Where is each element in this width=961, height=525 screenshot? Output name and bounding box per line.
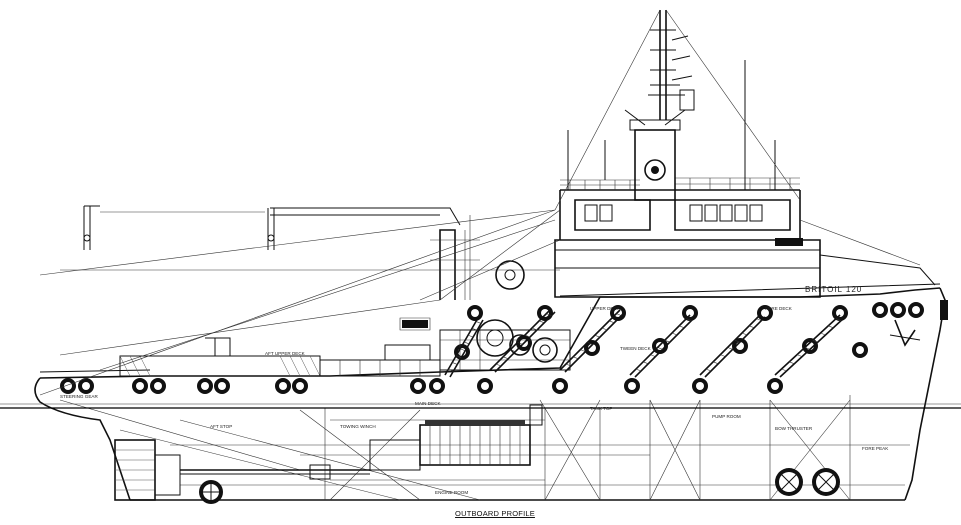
cargo-rail (119, 317, 441, 377)
tyre-fender-hub (471, 309, 479, 317)
tyre-fender-hub (912, 306, 920, 314)
tyre-fender-hub (556, 382, 564, 390)
ladders (444, 309, 846, 378)
label-winch: TOWING WINCH (340, 424, 376, 429)
towing-winch (439, 260, 571, 371)
tyre-fender-hub (218, 382, 226, 390)
tyre-fender-hub (154, 382, 162, 390)
tyre-fender-hub (696, 382, 704, 390)
tyre-fender-hub (414, 382, 422, 390)
label-aft-stop: AFT STOP (210, 424, 232, 429)
tyre-fender-hub (761, 309, 769, 317)
ladder (774, 314, 846, 378)
hull (34, 283, 946, 501)
tyre-fender-hub (433, 382, 441, 390)
label-upper-deck: UPPER DECK (590, 306, 621, 311)
tyre-fender-hub (856, 346, 864, 354)
anchor (889, 300, 948, 347)
tyre-fender-hub (894, 306, 902, 314)
label-tank-top: TANK TOP (590, 406, 612, 411)
main-engine (180, 404, 543, 480)
superstructure (439, 10, 936, 301)
label-fore-peak: FORE PEAK (862, 446, 889, 451)
bow-thrusters (775, 468, 840, 496)
vessel-name: BRITOIL 120 (805, 285, 862, 294)
tyre-fender-hub (481, 382, 489, 390)
stern-gear (114, 439, 223, 504)
tyre-fenders (60, 302, 924, 394)
tyre-fender-hub (82, 382, 90, 390)
ladder (559, 309, 626, 373)
ladder (444, 317, 484, 378)
tyre-fender-hub (541, 309, 549, 317)
tyre-fender-hub (628, 382, 636, 390)
label-main-deck: MAIN DECK (415, 401, 441, 406)
tyre-fender-hub (736, 342, 744, 350)
tyre-fender-hub (876, 306, 884, 314)
label-aft-upper-deck: AFT UPPER DECK (265, 351, 306, 356)
ladder (629, 314, 696, 378)
tyre-fender-hub (771, 382, 779, 390)
tyre-fender-hub (136, 382, 144, 390)
deck-cranes (83, 205, 480, 300)
drawing-caption: OUTBOARD PROFILE (455, 509, 535, 518)
tyre-fender-hub (686, 309, 694, 317)
label-pump-room: PUMP ROOM (712, 414, 741, 419)
tyre-fender-hub (836, 309, 844, 317)
drawing-labels: BRITOIL 120 AFT UPPER DECK MAIN DECK UPP… (60, 285, 889, 495)
rigging-lines (39, 9, 801, 396)
label-bow-thruster: BOW THRUSTER (775, 426, 813, 431)
label-steering-gear: STEERING GEAR (60, 394, 98, 399)
tyre-fender-hub (279, 382, 287, 390)
waterline (0, 403, 961, 409)
ladder (699, 314, 766, 378)
label-tween-deck: TWEEN DECK (620, 346, 652, 351)
tyre-fender-hub (201, 382, 209, 390)
ladder (489, 309, 556, 373)
tyre-fender-hub (296, 382, 304, 390)
label-fore-deck: FORE DECK (765, 306, 793, 311)
label-engine-room: ENGINE ROOM (435, 490, 468, 495)
